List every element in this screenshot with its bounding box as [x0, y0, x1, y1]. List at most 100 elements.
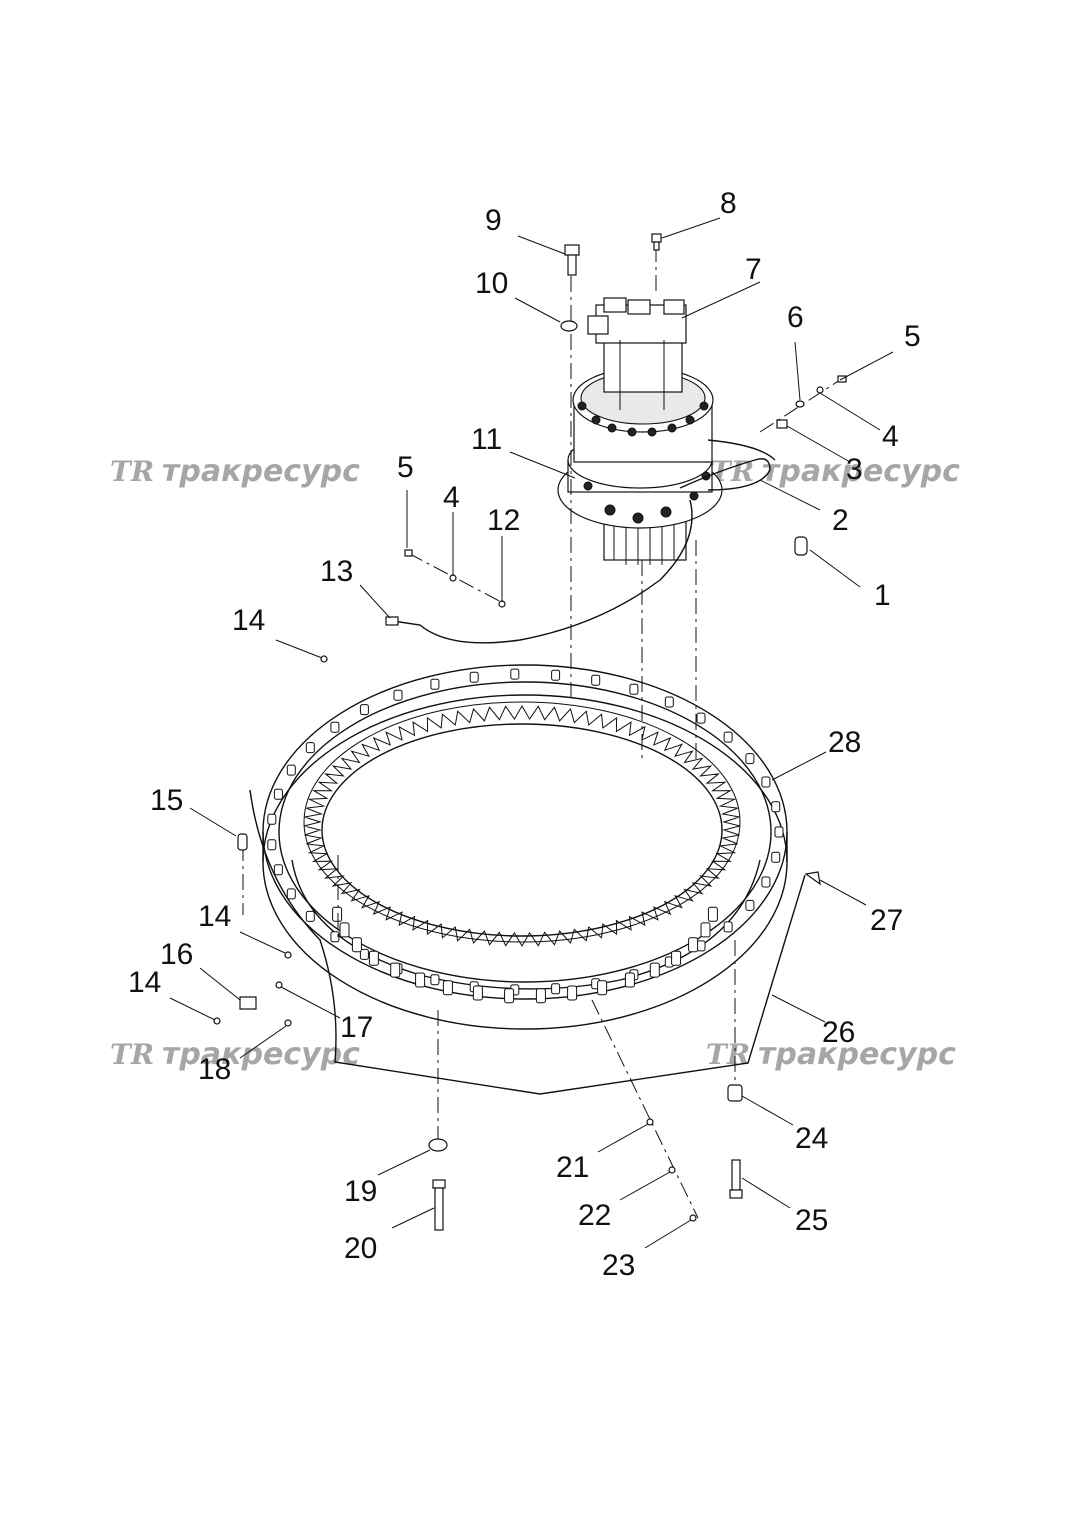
watermark-top-right: TR тракресурс [710, 454, 960, 489]
callouts: 1 2 3 4 4 5 5 6 7 8 9 10 11 12 13 14 14 … [128, 187, 921, 1282]
bolt-head [597, 980, 608, 996]
bolt-head [551, 669, 561, 681]
bolt-head [745, 899, 755, 911]
bolt-head [771, 801, 781, 813]
callout-3: 3 [846, 453, 863, 486]
bolt-head [774, 826, 784, 838]
watermark-bottom-right: TR тракресурс [706, 1037, 956, 1072]
swing-ring [262, 664, 788, 1030]
bolt-head [761, 876, 771, 888]
bolt-head [415, 972, 426, 988]
bolt-head [671, 950, 682, 966]
bolt-head [359, 704, 369, 716]
small-parts [213, 233, 847, 1231]
callout-14: 14 [198, 900, 231, 933]
callout-20: 20 [344, 1232, 377, 1265]
callout-6: 6 [787, 301, 804, 334]
callout-9: 9 [485, 204, 502, 237]
bolt-head [696, 940, 706, 952]
centerlines [242, 246, 841, 1219]
bolt-head [390, 962, 401, 978]
callout-2: 2 [832, 504, 849, 537]
bolt-head [591, 674, 601, 686]
bolt-head [510, 668, 520, 680]
watermark-logo: TR [110, 1038, 154, 1071]
bolt-head [745, 753, 755, 765]
callout-23: 23 [602, 1249, 635, 1282]
callout-11: 11 [471, 423, 502, 456]
callout-18: 18 [198, 1053, 231, 1086]
bolt-head [339, 922, 350, 938]
callout-12: 12 [487, 504, 520, 537]
bolt-head [267, 813, 277, 825]
bolt-head [723, 731, 733, 743]
watermark-bottom-left: TR тракресурс [110, 1037, 360, 1072]
callout-13: 13 [320, 555, 353, 588]
swing-motor-assembly [385, 297, 788, 644]
bolt-head [273, 864, 283, 876]
callout-10: 10 [475, 267, 508, 300]
callout-16: 16 [160, 938, 193, 971]
callout-25: 25 [795, 1204, 828, 1237]
callout-5: 5 [397, 451, 414, 484]
callout-4: 4 [882, 420, 899, 453]
callout-14: 14 [128, 966, 161, 999]
callout-27: 27 [870, 904, 903, 937]
watermark-top-left: TR тракресурс [110, 454, 360, 489]
bolt-head [469, 671, 479, 683]
callout-5: 5 [904, 320, 921, 353]
callout-14: 14 [232, 604, 265, 637]
callout-4: 4 [443, 481, 460, 514]
ring-bottom-bolts [332, 906, 718, 1004]
bolt-head [286, 764, 296, 776]
callout-15: 15 [150, 784, 183, 817]
bolt-head [504, 988, 515, 1004]
bolt-head [305, 910, 315, 922]
callout-7: 7 [745, 253, 762, 286]
callout-26: 26 [822, 1016, 855, 1049]
bolt-head [629, 683, 639, 695]
bolt-head [305, 742, 315, 754]
watermark-text: тракресурс [758, 1037, 956, 1072]
bolt-head [286, 888, 296, 900]
watermark-text: тракресурс [162, 1037, 360, 1072]
callout-19: 19 [344, 1175, 377, 1208]
watermark-logo: TR [110, 455, 154, 488]
bolt-head [442, 980, 453, 996]
callout-1: 1 [874, 579, 891, 612]
watermark-text: тракресурс [762, 454, 960, 489]
bolt-head [551, 983, 561, 995]
bolt-head [393, 689, 403, 701]
bolt-head [273, 788, 283, 800]
bolt-head [696, 712, 706, 724]
bolt-head [330, 931, 340, 943]
bolt-head [267, 839, 277, 851]
bolt-head [368, 950, 379, 966]
leader-lines [169, 217, 894, 1249]
gear-tooth-profile [303, 705, 741, 947]
bolt-head [351, 937, 362, 953]
watermark-text: тракресурс [162, 454, 360, 489]
bolt-head [664, 696, 674, 708]
bolt-head [700, 922, 711, 938]
bolt-head [332, 906, 343, 922]
callout-28: 28 [828, 726, 861, 759]
bolt-head [649, 962, 660, 978]
bolt-head [771, 851, 781, 863]
callout-17: 17 [340, 1011, 373, 1044]
bolt-head [723, 921, 733, 933]
callout-22: 22 [578, 1199, 611, 1232]
bolt-head [567, 985, 578, 1001]
bolt-head [430, 974, 440, 986]
bolt-head [761, 776, 771, 788]
bolt-head [359, 948, 369, 960]
grease-hose [249, 789, 806, 1095]
bolt-head [330, 721, 340, 733]
callout-21: 21 [556, 1151, 589, 1184]
bolt-head [624, 972, 635, 988]
bolt-head [472, 985, 483, 1001]
bolt-head [688, 937, 699, 953]
callout-24: 24 [795, 1122, 828, 1155]
ring-top-bolts [267, 668, 784, 996]
